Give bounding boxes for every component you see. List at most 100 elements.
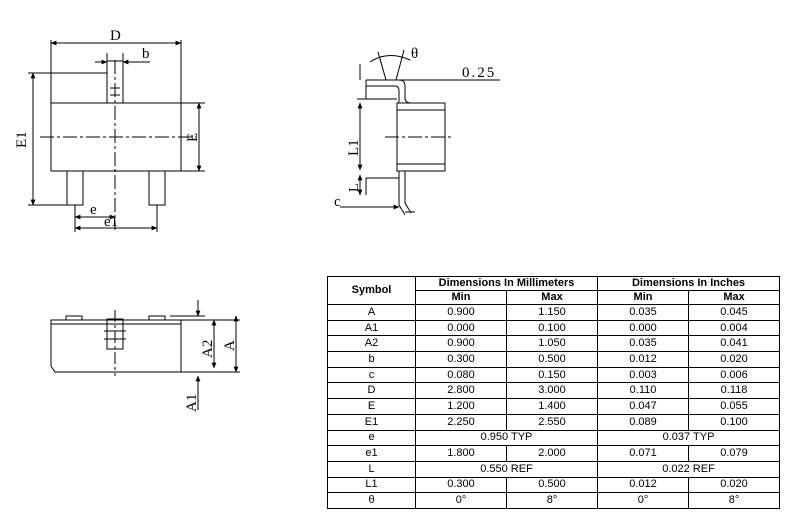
row-mm-min: 1.200 xyxy=(415,398,507,415)
table-row: e1 1.800 2.000 0.071 0.079 xyxy=(327,445,781,462)
row-in-min: 0.110 xyxy=(597,382,690,400)
row-in-max: 0.004 xyxy=(688,319,781,337)
row-in-typ: 0.022 REF xyxy=(597,460,781,478)
side-view xyxy=(340,49,500,216)
row-in-min: 0.035 xyxy=(597,304,690,321)
mm-header: Dimensions In Millimeters xyxy=(414,276,599,291)
symbol-header: Symbol xyxy=(327,276,416,305)
row-mm-max: 1.050 xyxy=(505,335,599,353)
row-mm-max: 2.000 xyxy=(505,445,599,462)
row-mm-max: 0.500 xyxy=(505,351,599,368)
table-row: D 2.800 3.000 0.110 0.118 xyxy=(327,382,781,400)
table-row: e 0.950 TYP 0.037 TYP xyxy=(327,429,781,447)
table-row: L 0.550 REF 0.022 REF xyxy=(327,460,781,478)
table-row: c 0.080 0.150 0.003 0.006 xyxy=(327,366,781,384)
row-symbol: A2 xyxy=(327,335,416,353)
row-symbol: A1 xyxy=(327,319,416,337)
row-mm-min: 0.900 xyxy=(415,304,507,321)
row-symbol: D xyxy=(327,382,416,400)
row-in-min: 0° xyxy=(597,492,690,509)
table-header-row: Symbol Dimensions In Millimeters Dimensi… xyxy=(327,276,781,305)
row-mm-max: 1.150 xyxy=(505,304,599,321)
row-symbol: e xyxy=(327,429,416,447)
label-b: b xyxy=(142,46,150,62)
row-mm-min: 2.250 xyxy=(415,413,507,431)
table-row: E 1.200 1.400 0.047 0.055 xyxy=(327,398,781,415)
label-A1: A1 xyxy=(184,394,200,412)
row-mm-min: 2.800 xyxy=(415,382,507,400)
in-max-header: Max xyxy=(688,290,781,305)
label-L1: L1 xyxy=(346,139,362,156)
row-mm-max: 2.550 xyxy=(505,413,599,431)
row-mm-min: 0° xyxy=(415,492,507,509)
label-theta: θ xyxy=(411,46,418,62)
row-mm-min: 0.300 xyxy=(415,476,507,494)
row-symbol: E xyxy=(327,398,416,415)
table-subheader-row: Min Max Min Max xyxy=(328,290,781,305)
row-mm-min: 0.080 xyxy=(415,366,507,384)
row-in-max: 0.100 xyxy=(688,413,781,431)
in-min-header: Min xyxy=(597,290,690,305)
row-in-max: 0.118 xyxy=(688,382,781,400)
row-mm-min: 1.800 xyxy=(415,445,507,462)
row-in-max: 0.045 xyxy=(688,304,781,321)
row-symbol: E1 xyxy=(327,413,416,431)
mm-max-header: Max xyxy=(505,290,599,305)
label-e1: e1 xyxy=(104,214,118,230)
front-view-body xyxy=(50,319,182,373)
row-mm-max: 0.150 xyxy=(505,366,599,384)
row-in-max: 0.041 xyxy=(688,335,781,353)
row-mm-max: 0.100 xyxy=(505,319,599,337)
row-symbol: θ xyxy=(327,492,416,509)
row-mm-max: 3.000 xyxy=(505,382,599,400)
top-view-lead-left xyxy=(66,170,84,206)
row-symbol: e1 xyxy=(327,445,416,462)
side-view-lead-bottom xyxy=(397,170,412,216)
row-symbol: A xyxy=(327,304,416,321)
mm-min-header: Min xyxy=(415,290,507,305)
row-in-min: 0.047 xyxy=(597,398,690,415)
row-in-typ: 0.037 TYP xyxy=(597,429,781,447)
label-E: E xyxy=(185,133,201,142)
label-A: A xyxy=(222,340,238,351)
table-row: A1 0.000 0.100 0.000 0.004 xyxy=(327,319,781,337)
label-D: D xyxy=(110,28,121,44)
row-in-min: 0.003 xyxy=(597,366,690,384)
label-L: L xyxy=(347,183,362,192)
row-in-min: 0.012 xyxy=(597,476,690,494)
inch-header: Dimensions In Inches xyxy=(597,276,781,291)
row-in-max: 0.055 xyxy=(688,398,781,415)
side-view-lead-top xyxy=(366,79,412,104)
label-A2: A2 xyxy=(200,340,216,358)
label-E1: E1 xyxy=(14,131,30,148)
row-mm-typ: 0.550 REF xyxy=(414,460,599,478)
row-mm-min: 0.000 xyxy=(415,319,507,337)
table-row: b 0.300 0.500 0.012 0.020 xyxy=(327,351,781,368)
row-in-max: 8° xyxy=(688,492,781,509)
row-in-max: 0.079 xyxy=(688,445,781,462)
row-symbol: c xyxy=(327,366,416,384)
dimension-table: Symbol Dimensions In Millimeters Dimensi… xyxy=(327,276,781,509)
table-row: A2 0.900 1.050 0.035 0.041 xyxy=(327,335,781,353)
row-mm-min: 0.900 xyxy=(415,335,507,353)
label-e: e xyxy=(90,202,97,218)
row-mm-min: 0.300 xyxy=(415,351,507,368)
label-gauge-0-25: 0.25 xyxy=(462,65,496,81)
top-view xyxy=(28,40,205,232)
row-in-min: 0.012 xyxy=(597,351,690,368)
row-mm-typ: 0.950 TYP xyxy=(414,429,599,447)
row-mm-max: 1.400 xyxy=(505,398,599,415)
row-symbol: L1 xyxy=(327,476,416,494)
row-in-min: 0.089 xyxy=(597,413,690,431)
table-row: θ 0° 8° 0° 8° xyxy=(327,492,781,509)
row-in-min: 0.035 xyxy=(597,335,690,353)
table-row: L1 0.300 0.500 0.012 0.020 xyxy=(327,476,781,494)
row-mm-max: 8° xyxy=(505,492,599,509)
row-in-max: 0.020 xyxy=(688,351,781,368)
top-view-lead-right xyxy=(148,170,166,206)
row-in-min: 0.071 xyxy=(597,445,690,462)
table-row: E1 2.250 2.550 0.089 0.100 xyxy=(327,413,781,431)
front-view xyxy=(50,300,240,410)
row-symbol: b xyxy=(327,351,416,368)
